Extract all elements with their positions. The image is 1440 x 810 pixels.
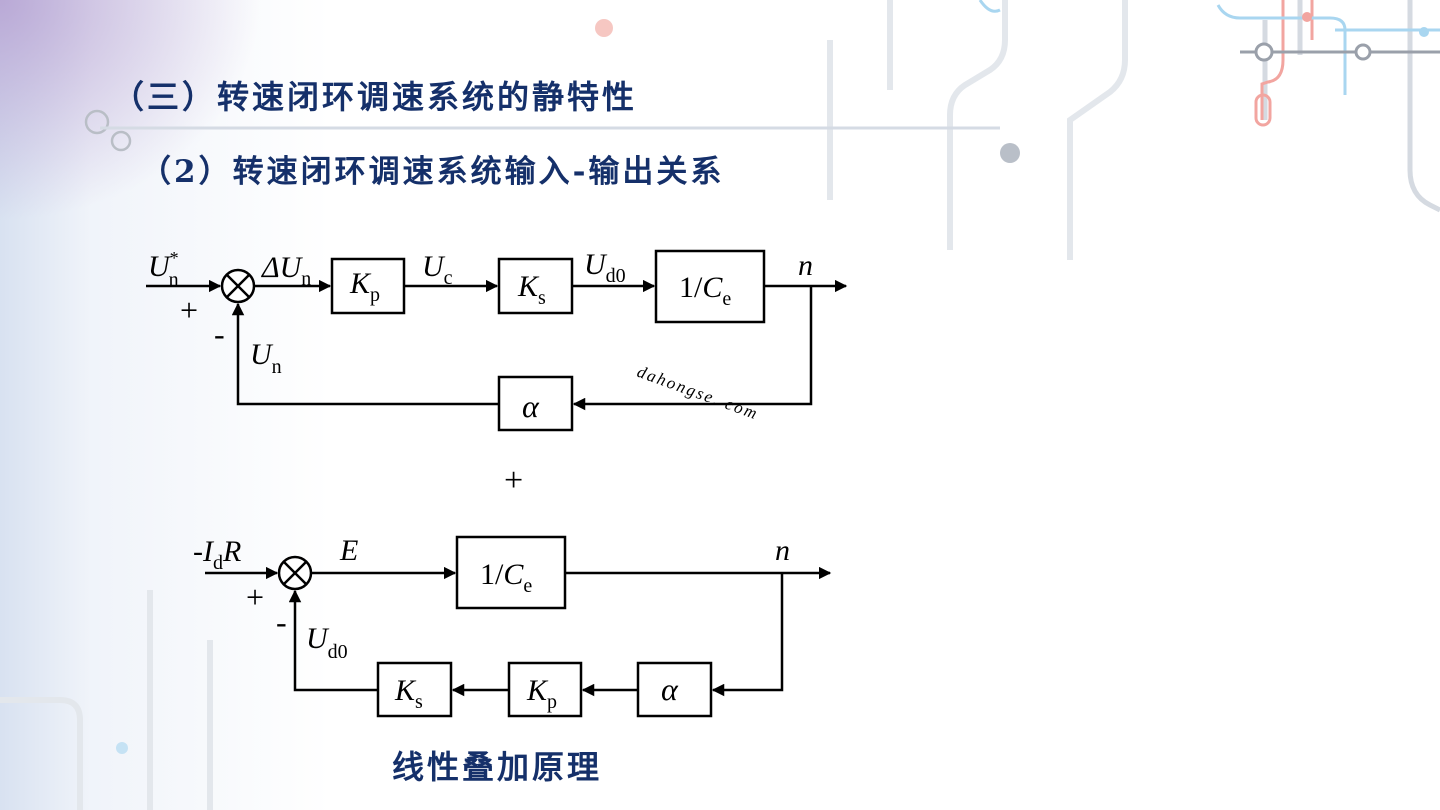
bottom-feedback-signal-label: Ud0	[306, 622, 348, 663]
bottom-ce-label: 1/Ce	[480, 558, 532, 597]
top-alpha-block	[497, 375, 574, 432]
bottom-output-label: n	[775, 534, 790, 567]
top-output-label: n	[798, 249, 813, 282]
page-title: （三）转速闭环调速系统的静特性	[112, 78, 638, 116]
bottom-alpha-block	[636, 661, 713, 718]
top-ud0-label: Ud0	[584, 248, 626, 287]
top-input-label: U*n	[148, 248, 179, 291]
bottom-kp-label: Kp	[526, 674, 557, 713]
top-feedback-sign: -	[214, 316, 225, 352]
top-feedback-signal-label: Un	[250, 338, 282, 378]
top-ce-label: 1/Ce	[679, 271, 731, 310]
bottom-ce-block	[455, 535, 567, 610]
caption-text: 线性叠加原理	[392, 748, 603, 786]
top-input-sign: +	[180, 292, 198, 328]
top-kp-label: Kp	[349, 267, 380, 306]
bottom-feedback-sign: -	[276, 604, 287, 640]
top-block-diagram: U*n + - ΔUn Un Kp Uc Ks Ud0 1/Ce n α	[146, 248, 848, 432]
top-kp-block	[330, 257, 406, 315]
bottom-sum-output-label: E	[339, 534, 358, 567]
bottom-block-diagram: -IdR + - E Ud0 1/Ce n α Kp Ks	[193, 534, 832, 718]
top-uc-label: Uc	[422, 250, 453, 289]
top-alpha-label: α	[522, 388, 540, 424]
bottom-summing-junction	[277, 555, 313, 591]
top-ks-label: Ks	[517, 270, 546, 309]
top-summing-junction	[220, 268, 256, 304]
superposition-plus: +	[504, 462, 523, 499]
bottom-kp-block	[507, 661, 583, 718]
top-ce-block	[654, 249, 766, 324]
section-title: （2）转速闭环调速系统输入-输出关系	[140, 154, 725, 190]
watermark-text: dahongse. com	[635, 362, 762, 424]
bottom-input-sign: +	[246, 579, 264, 615]
top-error-label: ΔUn	[261, 251, 311, 290]
bottom-alpha-label: α	[661, 671, 679, 707]
bottom-ks-label: Ks	[394, 674, 423, 713]
bottom-input-label: -IdR	[193, 535, 241, 574]
